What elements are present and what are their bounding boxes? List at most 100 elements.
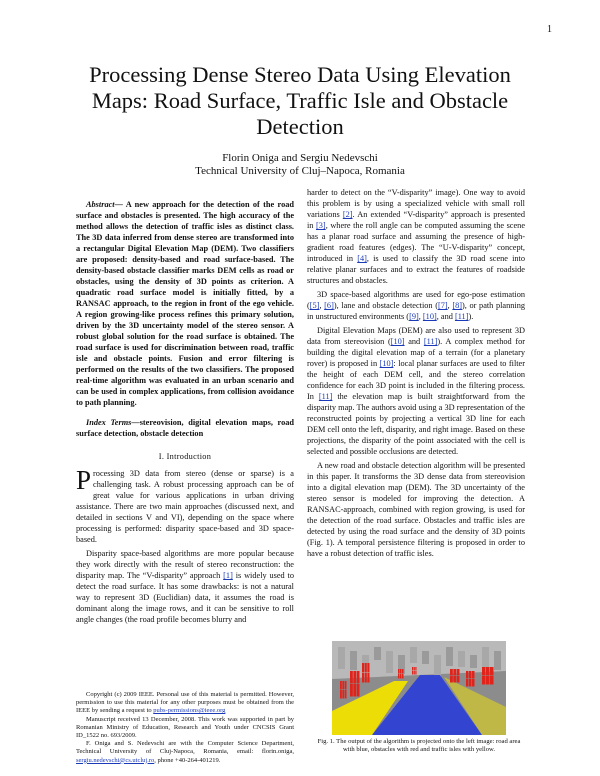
obstacle-cell	[415, 671, 417, 675]
building-block	[374, 647, 381, 660]
building-block	[434, 655, 441, 677]
citation-link[interactable]: [11]	[318, 392, 333, 401]
obstacle-cell	[402, 669, 404, 674]
obstacle-cell	[344, 690, 347, 699]
citation-link[interactable]: [10]	[379, 359, 394, 368]
author-block: Florin Oniga and Sergiu Nedevschi Techni…	[0, 152, 600, 178]
obstacle-cell	[402, 674, 404, 679]
obstacle-cell	[453, 669, 457, 676]
abstract: Abstract— A new approach for the detecti…	[76, 200, 294, 407]
obstacle-cell	[400, 669, 402, 674]
obstacle-cell	[412, 667, 414, 671]
citation-link[interactable]: [5]	[309, 301, 320, 310]
obstacle-cell	[453, 676, 457, 683]
index-terms-text: stereovision, digital elevation maps, ro…	[76, 418, 295, 438]
obstacle-cell	[398, 669, 400, 674]
abstract-label: Abstract	[86, 200, 115, 209]
building-block	[482, 647, 489, 669]
affiliation: Technical University of Cluj–Napoca, Rom…	[195, 165, 405, 177]
obstacle-cell	[364, 673, 367, 683]
citation-link[interactable]: [2]	[342, 210, 353, 219]
obstacle-cell	[340, 690, 342, 699]
obstacle-cell	[344, 681, 347, 690]
citation-link[interactable]: [4]	[357, 254, 367, 263]
obstacle-cell	[413, 671, 415, 675]
traffic-isle-region	[332, 681, 408, 735]
obstacle-cell	[367, 663, 370, 673]
obstacle-cell	[456, 669, 460, 676]
obstacle-cell	[482, 676, 486, 685]
obstacle-cell	[356, 684, 360, 697]
obstacle-cell	[413, 667, 415, 671]
obstacle-cell	[362, 673, 365, 683]
building-block	[350, 651, 357, 670]
obstacle-cell	[415, 667, 417, 671]
obstacle-cell	[469, 679, 472, 687]
citation-link[interactable]: [6]	[324, 301, 334, 310]
obstacle-cell	[367, 673, 370, 683]
intro-paragraph-dem: Digital Elevation Maps (DEM) are also us…	[307, 326, 525, 456]
intro-paragraph-proposal: A new road and obstacle detection algori…	[307, 461, 525, 558]
building-block	[458, 651, 465, 667]
obstacle-cell	[472, 679, 475, 687]
building-block	[494, 651, 501, 670]
obstacle-cell	[398, 674, 400, 679]
abstract-text: A new approach for the detection of the …	[76, 200, 294, 407]
figure-1-image	[332, 641, 506, 735]
page-number: 1	[547, 24, 552, 35]
building-block	[410, 647, 417, 663]
footnotes: Copyright (c) 2009 IEEE. Personal use of…	[76, 691, 294, 765]
obstacle-cell	[342, 681, 345, 690]
citation-link[interactable]: [1]	[223, 571, 233, 580]
right-sidewalk-region	[444, 677, 506, 735]
intro-paragraph-2: Disparity space-based algorithms are mor…	[76, 549, 294, 624]
email-link[interactable]: pubs-permissions@ieee.org	[153, 707, 226, 715]
obstacle-cell	[466, 679, 469, 687]
obstacle-marks	[340, 663, 494, 699]
index-terms-label: Index Terms	[86, 418, 132, 427]
obstacle-cell	[486, 676, 490, 685]
obstacle-cell	[490, 676, 494, 685]
citation-link[interactable]: [11]	[423, 337, 438, 346]
obstacle-cell	[466, 671, 469, 679]
drop-cap: P	[76, 465, 92, 495]
obstacle-cell	[350, 684, 353, 697]
right-column: harder to detect on the “V-disparity” im…	[307, 187, 525, 562]
building-block	[386, 651, 393, 673]
citation-link[interactable]: [9]	[409, 312, 419, 321]
obstacle-cell	[469, 671, 472, 679]
obstacle-cell	[450, 676, 453, 683]
obstacle-cell	[340, 681, 342, 690]
intro-paragraph-continued: harder to detect on the “V-disparity” im…	[307, 188, 525, 285]
building-block	[470, 655, 477, 668]
obstacle-cell	[342, 690, 345, 699]
obstacle-cell	[472, 671, 475, 679]
section-heading-introduction: I. Introduction	[158, 452, 212, 461]
manuscript-note: Manuscript received 13 December, 2008. T…	[76, 715, 294, 740]
authors: Florin Oniga and Sergiu Nedevschi	[222, 152, 378, 164]
obstacle-cell	[356, 671, 360, 684]
author-note: F. Oniga and S. Nedevschi are with the C…	[76, 740, 294, 764]
citation-link[interactable]: [3]	[316, 221, 326, 230]
obstacle-cell	[353, 684, 357, 697]
citation-link[interactable]: [10]	[390, 337, 405, 346]
building-block	[446, 647, 453, 666]
left-column: Abstract— A new approach for the detecti…	[76, 199, 294, 628]
citation-link[interactable]: [11]	[454, 312, 469, 321]
obstacle-cell	[456, 676, 460, 683]
citation-link[interactable]: [7]	[437, 301, 448, 310]
obstacle-cell	[490, 667, 494, 676]
building-block	[338, 647, 345, 669]
obstacle-cell	[364, 663, 367, 673]
citation-link[interactable]: [8]	[452, 301, 463, 310]
paper-title: Processing Dense Stereo Data Using Eleva…	[89, 62, 511, 139]
obstacle-cell	[400, 674, 402, 679]
road-region	[372, 675, 482, 735]
figure-1-caption: Fig. 1. The output of the algorithm is p…	[317, 738, 521, 753]
building-block	[422, 651, 429, 664]
email-link[interactable]: sergiu.nedevschi@cs.utcluj.ro	[76, 756, 155, 764]
citation-link[interactable]: [10]	[422, 312, 437, 321]
building-block	[398, 655, 405, 674]
intro-paragraph-3d-space: 3D space-based algorithms are used for e…	[307, 290, 525, 321]
